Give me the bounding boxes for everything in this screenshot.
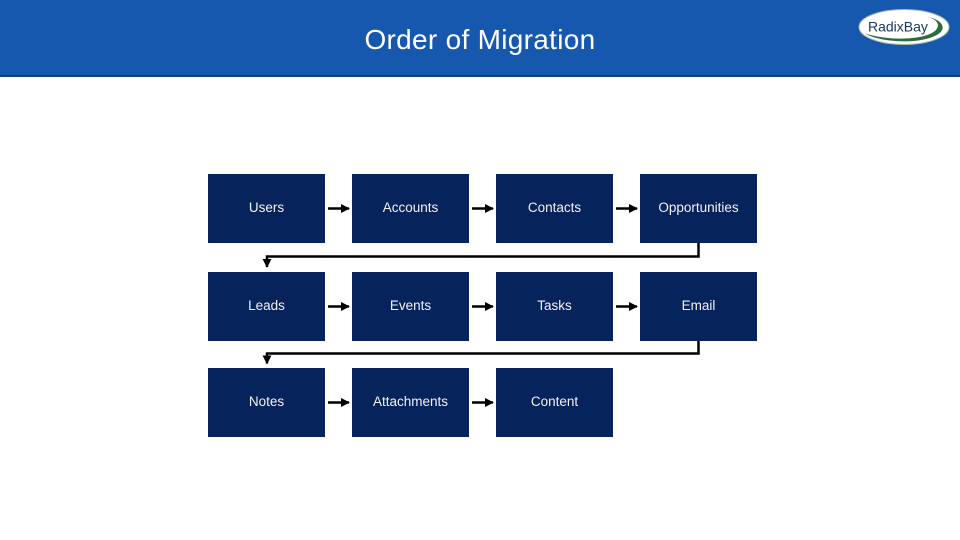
- box-label-tasks: Tasks: [537, 298, 572, 314]
- header-bar: Order of Migration: [0, 0, 960, 77]
- box-label-events: Events: [389, 298, 432, 314]
- diagram-box-users: Users: [208, 174, 325, 243]
- diagram-box-events: Events: [352, 272, 469, 341]
- diagram-box-opportunities: Opportunities: [640, 174, 757, 243]
- box-label-notes: Notes: [248, 394, 285, 410]
- box-label-leads: Leads: [248, 298, 285, 314]
- diagram-box-email: Email: [640, 272, 757, 341]
- diagram-box-tasks: Tasks: [496, 272, 613, 341]
- box-label-opportunities: Opportunities: [658, 200, 739, 216]
- slide-title: Order of Migration: [364, 24, 596, 55]
- arrow-email-notes: [262, 341, 700, 365]
- logo-text: RadixBay: [868, 19, 928, 35]
- diagram-box-notes: Notes: [208, 368, 325, 437]
- diagram-box-attachments: Attachments: [352, 368, 469, 437]
- diagram-box-contacts: Contacts: [496, 174, 613, 243]
- diagram-box-content: Content: [496, 368, 613, 437]
- diagram-box-accounts: Accounts: [352, 174, 469, 243]
- box-label-accounts: Accounts: [382, 200, 439, 216]
- box-label-email: Email: [681, 298, 716, 314]
- logo-swoosh-icon: [865, 17, 943, 42]
- box-label-content: Content: [530, 394, 579, 410]
- box-label-attachments: Attachments: [372, 394, 449, 410]
- box-label-users: Users: [248, 200, 285, 216]
- diagram-box-leads: Leads: [208, 272, 325, 341]
- box-label-contacts: Contacts: [527, 200, 582, 216]
- arrow-opportunities-leads: [262, 243, 700, 268]
- radixbay-logo: RadixBay: [858, 9, 950, 45]
